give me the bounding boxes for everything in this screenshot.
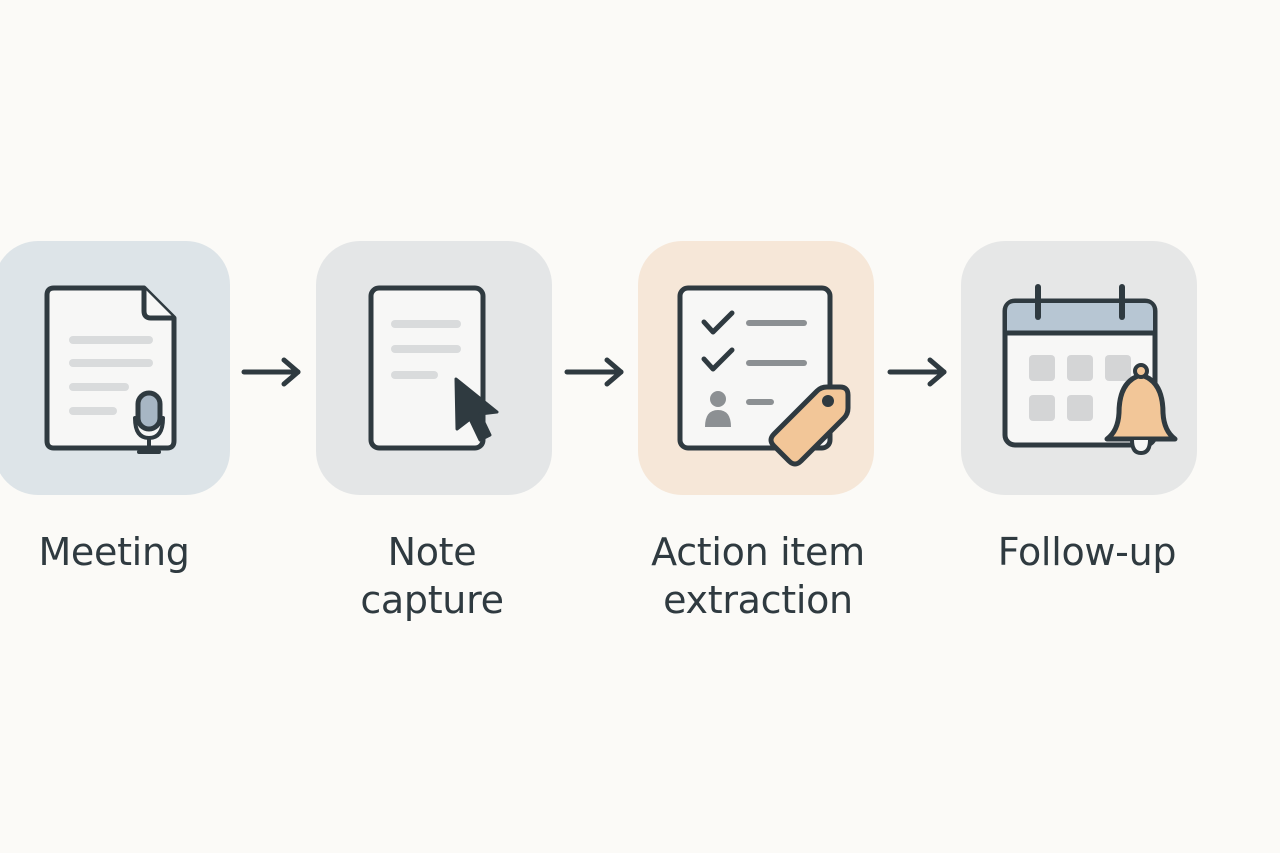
calendar-with-bell-icon: [1002, 284, 1178, 456]
step-label-line: extraction: [663, 578, 853, 622]
meeting-tile: [0, 241, 230, 495]
document-with-microphone-icon: [44, 285, 177, 454]
note-capture-tile: [316, 241, 552, 495]
checklist-with-tag-icon: [677, 285, 851, 467]
step-label-follow-up: Follow-up: [937, 528, 1237, 576]
note-with-cursor-icon: [368, 285, 499, 451]
follow-up-tile: [961, 241, 1197, 495]
step-label-line: Action item: [651, 530, 865, 574]
arrow-right-icon: [241, 357, 301, 387]
step-label-meeting: Meeting: [0, 528, 264, 576]
step-label-line: capture: [360, 578, 504, 622]
step-label-line: Follow-up: [997, 530, 1177, 574]
step-label-line: Meeting: [38, 530, 190, 574]
step-label-action-item-extraction: Action item extraction: [608, 528, 908, 624]
action-item-extraction-tile: [638, 241, 874, 495]
step-label-line: Note: [387, 530, 477, 574]
step-label-note-capture: Note capture: [282, 528, 582, 624]
arrow-right-icon: [564, 357, 624, 387]
arrow-right-icon: [887, 357, 947, 387]
